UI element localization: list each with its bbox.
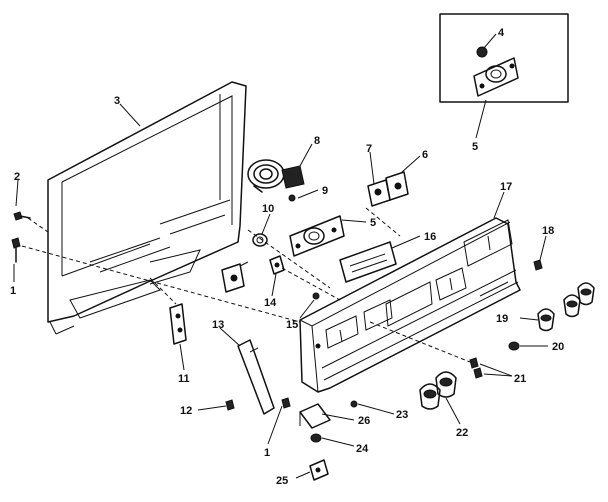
callout-2: 2 xyxy=(14,171,20,183)
callout-22: 22 xyxy=(456,427,468,439)
screw-part-2 xyxy=(13,211,31,221)
switch-part-6 xyxy=(385,171,409,201)
callout-6: 6 xyxy=(422,149,428,161)
screw-part-1-lower xyxy=(281,397,291,409)
switch-clip-left xyxy=(221,261,249,293)
rear-panel-part-3 xyxy=(47,81,247,335)
alignment-line xyxy=(247,229,331,289)
callout-labels: 3 2 1 4 5 8 9 7 6 5 10 16 17 18 14 15 11… xyxy=(10,27,564,487)
knob-upper-right xyxy=(563,282,595,318)
callout-26: 26 xyxy=(358,415,370,427)
inset-box xyxy=(439,13,569,103)
callout-13: 13 xyxy=(212,319,224,331)
clip-part-14 xyxy=(269,255,285,275)
callout-16: 16 xyxy=(424,231,436,243)
wire-harness-part-8 xyxy=(247,159,305,193)
screw-part-15 xyxy=(312,292,320,300)
screw-part-12 xyxy=(225,399,235,411)
ring-part-10 xyxy=(252,233,268,247)
knob-part-22 xyxy=(419,371,457,410)
callout-1-lower: 1 xyxy=(264,447,270,459)
callout-14: 14 xyxy=(264,297,277,309)
leader-lines xyxy=(13,33,548,479)
control-panel-part-17 xyxy=(299,217,521,393)
screw-part-23 xyxy=(350,400,358,408)
callout-18: 18 xyxy=(542,225,554,237)
callout-25: 25 xyxy=(276,475,288,487)
clock-plate-part-5-center xyxy=(289,215,345,257)
callout-5-center: 5 xyxy=(370,217,376,229)
alignment-line xyxy=(27,217,49,233)
callout-1-left: 1 xyxy=(10,285,16,297)
bracket-part-13 xyxy=(237,339,275,415)
callout-21: 21 xyxy=(514,373,526,385)
nut-part-24 xyxy=(310,433,322,443)
callout-24: 24 xyxy=(356,443,369,455)
callout-15: 15 xyxy=(286,319,298,331)
bracket-part-11 xyxy=(169,303,187,345)
callout-19: 19 xyxy=(496,313,508,325)
callout-12: 12 xyxy=(180,405,192,417)
callout-4: 4 xyxy=(498,27,505,39)
knob-part-19 xyxy=(537,308,555,332)
callout-9: 9 xyxy=(322,185,328,197)
callout-7: 7 xyxy=(366,143,372,155)
callout-8: 8 xyxy=(314,135,320,147)
alignment-line xyxy=(149,277,177,305)
alignment-line xyxy=(21,245,301,323)
screw-part-1-left xyxy=(11,237,21,263)
callout-3: 3 xyxy=(114,95,120,107)
lens-part-16 xyxy=(339,241,397,283)
callout-5-inset: 5 xyxy=(472,141,478,153)
lamp-part-21 xyxy=(369,321,483,379)
callout-17: 17 xyxy=(500,181,512,193)
bracket-part-25 xyxy=(309,459,329,481)
callout-23: 23 xyxy=(396,409,408,421)
screw-part-9 xyxy=(288,194,296,202)
callout-10: 10 xyxy=(262,203,274,215)
clip-part-26 xyxy=(299,403,331,429)
callout-11: 11 xyxy=(178,373,190,385)
screw-part-18 xyxy=(533,259,543,271)
alignment-line xyxy=(365,207,401,237)
insert-part-20 xyxy=(508,341,520,351)
alignment-line xyxy=(281,267,341,301)
callout-20: 20 xyxy=(552,341,564,353)
